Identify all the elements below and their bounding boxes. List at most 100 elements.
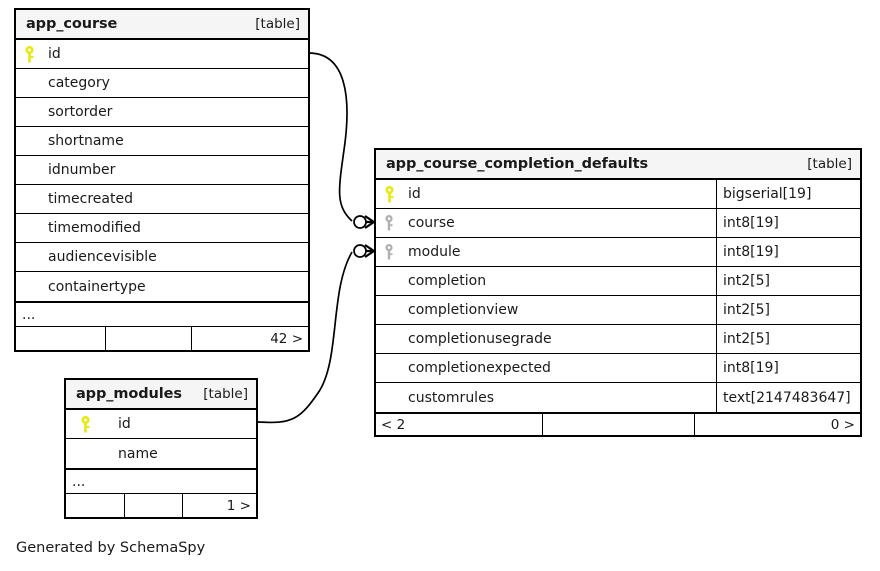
- footer-center: [543, 414, 695, 435]
- footer-left[interactable]: < 2: [376, 414, 543, 435]
- column-list: id category sortorder shortname: [16, 40, 308, 301]
- column-name-cell: completionview: [376, 296, 716, 324]
- column-name: idnumber: [48, 162, 116, 178]
- column-name: completionusegrade: [408, 331, 552, 347]
- footer-right[interactable]: 42 >: [270, 330, 303, 347]
- column-list: id name: [66, 410, 256, 468]
- column-name: sortorder: [48, 104, 113, 120]
- column-name: timecreated: [48, 191, 133, 207]
- footer-left: [16, 327, 106, 350]
- column-name-cell: completionusegrade: [376, 325, 716, 353]
- table-row[interactable]: id: [66, 410, 256, 439]
- table-type-tag: [table]: [203, 386, 248, 402]
- column-name-cell: shortname: [16, 127, 308, 155]
- column-list: id bigserial[19] course int8[19]: [376, 180, 860, 412]
- column-type: text[2147483647]: [716, 383, 860, 412]
- table-row[interactable]: sortorder: [16, 98, 308, 127]
- table-row[interactable]: completionexpected int8[19]: [376, 354, 860, 383]
- table-row[interactable]: id bigserial[19]: [376, 180, 860, 209]
- table-row[interactable]: name: [66, 439, 256, 468]
- column-type: int2[5]: [716, 296, 860, 324]
- table-row[interactable]: course int8[19]: [376, 209, 860, 238]
- table-header: app_course_completion_defaults [table]: [376, 150, 860, 180]
- column-type: int8[19]: [716, 354, 860, 382]
- table-row[interactable]: timemodified: [16, 214, 308, 243]
- more-columns-indicator: ...: [66, 468, 256, 494]
- column-name: id: [48, 46, 61, 62]
- table-title: app_course: [26, 16, 118, 32]
- table-header: app_modules [table]: [66, 380, 256, 410]
- footer-right[interactable]: 0 >: [830, 416, 855, 433]
- column-name: customrules: [408, 389, 494, 406]
- column-name-cell: category: [16, 69, 308, 97]
- relationship-course: [309, 52, 375, 229]
- column-name: completion: [408, 273, 487, 289]
- table-row[interactable]: completionview int2[5]: [376, 296, 860, 325]
- column-name-cell: customrules: [376, 383, 716, 412]
- table-footer: 1 >: [66, 494, 256, 517]
- column-name: course: [408, 215, 455, 231]
- column-name: id: [118, 416, 131, 432]
- table-app_course_completion_defaults[interactable]: app_course_completion_defaults [table] i…: [374, 148, 862, 437]
- column-name: timemodified: [48, 220, 141, 236]
- column-type: int8[19]: [716, 238, 860, 266]
- table-row[interactable]: category: [16, 69, 308, 98]
- foreign-key-icon: [384, 244, 408, 260]
- column-name: containertype: [48, 278, 146, 295]
- table-title: app_modules: [76, 386, 182, 402]
- table-footer: 42 >: [16, 327, 308, 350]
- column-name: completionexpected: [408, 360, 551, 376]
- table-row[interactable]: timecreated: [16, 185, 308, 214]
- column-name-cell: idnumber: [16, 156, 308, 184]
- column-type: int2[5]: [716, 325, 860, 353]
- footer-right[interactable]: 1 >: [226, 497, 251, 514]
- primary-key-icon: [24, 45, 48, 63]
- column-name-cell: completionexpected: [376, 354, 716, 382]
- column-name: id: [408, 186, 421, 202]
- table-row[interactable]: module int8[19]: [376, 238, 860, 267]
- diagram-caption: Generated by SchemaSpy: [16, 540, 206, 556]
- column-name-cell: timecreated: [16, 185, 308, 213]
- primary-key-icon: [384, 185, 408, 203]
- column-name-cell: timemodified: [16, 214, 308, 242]
- column-type: int2[5]: [716, 267, 860, 295]
- table-header: app_course [table]: [16, 10, 308, 40]
- primary-key-icon: [80, 415, 104, 433]
- footer-center: [125, 494, 183, 517]
- table-footer: < 2 0 >: [376, 412, 860, 435]
- footer-left: [66, 494, 125, 517]
- table-row[interactable]: audiencevisible: [16, 243, 308, 272]
- column-name-cell: id: [66, 410, 256, 438]
- column-name: audiencevisible: [48, 249, 157, 265]
- column-name-cell: audiencevisible: [16, 243, 308, 271]
- foreign-key-icon: [384, 215, 408, 231]
- table-type-tag: [table]: [807, 156, 852, 172]
- table-row[interactable]: idnumber: [16, 156, 308, 185]
- table-row[interactable]: completion int2[5]: [376, 267, 860, 296]
- table-row[interactable]: completionusegrade int2[5]: [376, 325, 860, 354]
- column-name: shortname: [48, 133, 124, 149]
- column-type: int8[19]: [716, 209, 860, 237]
- column-name-cell: sortorder: [16, 98, 308, 126]
- column-name: completionview: [408, 302, 519, 318]
- column-name-cell: name: [66, 439, 256, 468]
- column-name-cell: course: [376, 209, 716, 237]
- table-row[interactable]: customrules text[2147483647]: [376, 383, 860, 412]
- table-app_modules[interactable]: app_modules [table] id name: [64, 378, 258, 519]
- footer-center: [106, 327, 192, 350]
- column-type: bigserial[19]: [716, 180, 860, 208]
- column-name: module: [408, 244, 461, 260]
- table-type-tag: [table]: [255, 16, 300, 32]
- column-name-cell: containertype: [16, 272, 308, 301]
- table-title: app_course_completion_defaults: [386, 156, 648, 172]
- table-row[interactable]: id: [16, 40, 308, 69]
- table-row[interactable]: shortname: [16, 127, 308, 156]
- column-name: category: [48, 75, 110, 91]
- column-name-cell: id: [376, 180, 716, 208]
- column-name: name: [118, 445, 158, 462]
- table-row[interactable]: containertype: [16, 272, 308, 301]
- column-name-cell: id: [16, 40, 308, 68]
- column-name-cell: completion: [376, 267, 716, 295]
- table-app_course[interactable]: app_course [table] id category: [14, 8, 310, 352]
- column-name-cell: module: [376, 238, 716, 266]
